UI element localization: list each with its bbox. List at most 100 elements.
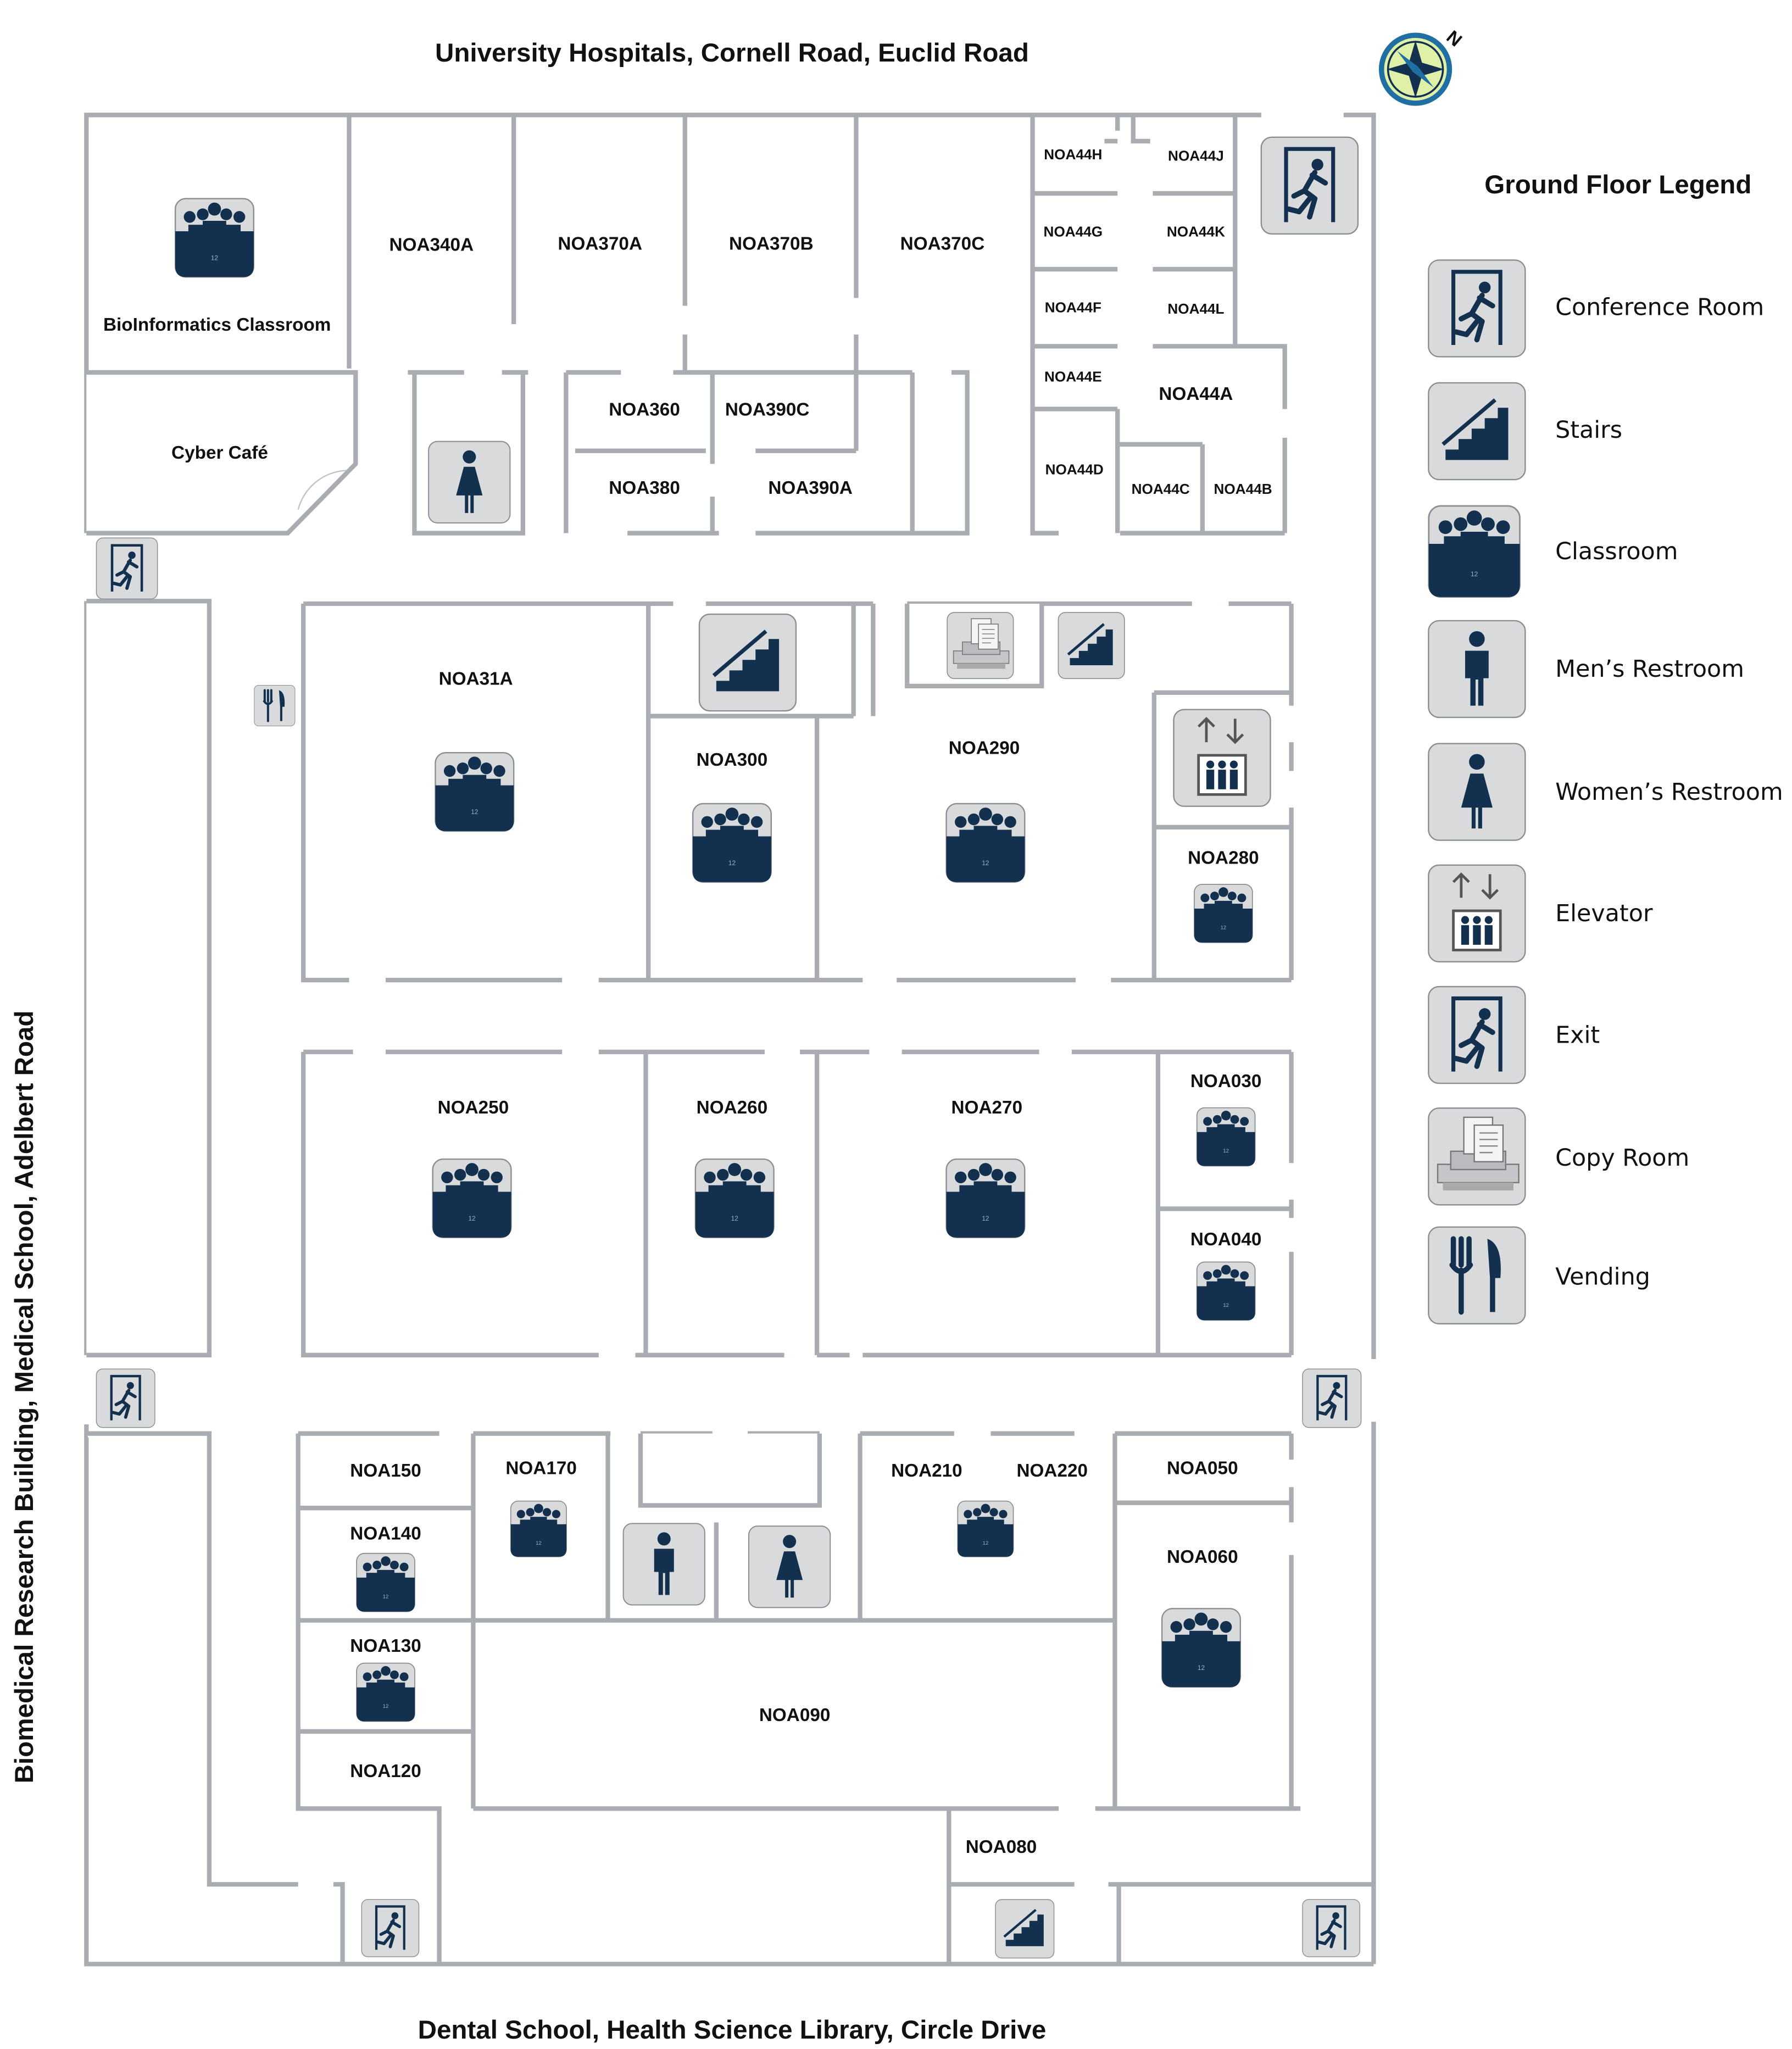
room-label: NOA030 [1190, 1071, 1262, 1092]
stairs-icon [1428, 383, 1525, 480]
classroom-icon: 12 [174, 198, 254, 278]
room-label: NOA370C [900, 233, 985, 254]
room-label: NOA380 [609, 478, 680, 498]
room-label: NOA270 [951, 1098, 1023, 1118]
classroom-icon: 12 [945, 803, 1026, 883]
classroom-icon: 12 [356, 1552, 415, 1612]
room-label: NOA170 [505, 1458, 577, 1478]
svg-text:12: 12 [731, 1215, 738, 1222]
classroom-icon: 12 [957, 1500, 1014, 1557]
classroom-icon: 12 [945, 1158, 1026, 1238]
svg-text:12: 12 [1471, 570, 1478, 578]
street-label-west: Biomedical Research Building, Medical Sc… [10, 1011, 39, 1784]
svg-text:12: 12 [211, 254, 218, 261]
compass-icon: N [1378, 27, 1466, 106]
room-label: Cyber Café [171, 443, 268, 463]
room-label: NOA44A [1159, 384, 1233, 404]
classroom-icon: 12 [1196, 1107, 1256, 1167]
svg-text:N: N [1443, 27, 1466, 51]
room-label: NOA31A [439, 669, 513, 689]
room-label: NOA120 [350, 1761, 421, 1781]
room-label: NOA390C [725, 399, 810, 420]
exit-icon [96, 538, 157, 599]
womens-restroom-icon [748, 1525, 831, 1608]
conference-room-icon [1428, 260, 1525, 357]
legend: Ground Floor Legend Conference Room Stai… [1428, 170, 1783, 1324]
room-label: NOA220 [1016, 1461, 1088, 1481]
stairs-icon [1058, 613, 1124, 678]
room-label: NOA44K [1167, 224, 1225, 240]
room-label: NOA280 [1188, 848, 1259, 868]
svg-text:12: 12 [471, 808, 478, 816]
vending-icon [254, 686, 295, 726]
classroom-icon: 12 [692, 803, 772, 883]
vending-icon [1428, 1227, 1525, 1324]
room-label: NOA44B [1214, 481, 1272, 497]
room-label: NOA44H [1044, 146, 1102, 163]
room-label: NOA300 [697, 750, 768, 770]
svg-text:12: 12 [383, 1594, 389, 1600]
room-label: NOA150 [350, 1461, 421, 1481]
classroom-icon: 12 [1161, 1608, 1242, 1688]
copy-room-icon [1428, 1107, 1526, 1206]
elevator-icon [1174, 710, 1271, 806]
legend-label-vending: Vending [1555, 1263, 1650, 1290]
room-label: NOA140 [350, 1523, 421, 1544]
svg-text:12: 12 [982, 1215, 989, 1222]
room-label: NOA130 [350, 1636, 421, 1656]
exit-icon [1428, 987, 1525, 1083]
room-labels: BioInformatics Classroom Cyber Café NOA3… [103, 146, 1272, 1857]
room-label: NOA290 [949, 738, 1020, 759]
mens-restroom-icon [622, 1523, 705, 1606]
exit-icon [1303, 1900, 1360, 1957]
room-label: NOA210 [891, 1461, 962, 1481]
room-label: NOA390A [768, 478, 853, 498]
mens-restroom-icon [1428, 620, 1526, 719]
classroom-icon: 12 [510, 1500, 567, 1557]
classroom-icon: 12 [435, 752, 515, 832]
svg-text:12: 12 [983, 1540, 989, 1546]
svg-text:12: 12 [1223, 1302, 1229, 1309]
legend-label-conference-room: Conference Room [1555, 293, 1764, 321]
classroom-icon: 12 [356, 1662, 415, 1722]
room-label: NOA050 [1167, 1458, 1238, 1478]
exit-icon [361, 1900, 419, 1957]
room-label: NOA44D [1045, 461, 1104, 478]
street-label-south: Dental School, Health Science Library, C… [418, 2015, 1047, 2045]
room-label: NOA080 [966, 1837, 1037, 1857]
svg-text:12: 12 [1198, 1664, 1205, 1672]
womens-restroom-icon [428, 441, 511, 524]
classroom-icon: 12 [1196, 1261, 1256, 1321]
legend-label-stairs: Stairs [1555, 416, 1622, 444]
room-label: NOA040 [1190, 1229, 1262, 1250]
womens-restroom-icon [1428, 743, 1526, 841]
legend-label-womens-restroom: Women’s Restroom [1555, 778, 1783, 806]
room-label: NOA44E [1044, 369, 1102, 385]
walls [84, 113, 1376, 1967]
legend-label-copy-room: Copy Room [1555, 1144, 1689, 1172]
room-label: NOA370B [729, 233, 814, 254]
legend-label-elevator: Elevator [1555, 900, 1653, 927]
stairs-icon [699, 614, 796, 711]
classroom-icon: 12 [432, 1158, 512, 1238]
door-arc [297, 470, 347, 510]
svg-text:12: 12 [1221, 925, 1227, 931]
room-label: NOA44J [1168, 148, 1224, 164]
room-label: NOA090 [759, 1705, 831, 1725]
svg-text:12: 12 [383, 1703, 389, 1710]
room-label: NOA44G [1044, 224, 1103, 240]
classroom-icon: 12 [1428, 505, 1521, 598]
copy-room-icon [947, 612, 1014, 680]
exit-icon [96, 1369, 155, 1428]
legend-label-exit: Exit [1555, 1021, 1600, 1049]
room-label: NOA060 [1167, 1547, 1238, 1567]
classroom-icon: 12 [1194, 883, 1253, 943]
street-label-north: University Hospitals, Cornell Road, Eucl… [435, 38, 1029, 68]
elevator-icon [1428, 865, 1525, 962]
svg-text:12: 12 [468, 1215, 475, 1222]
exit-icon [1261, 137, 1358, 234]
svg-text:12: 12 [536, 1540, 542, 1546]
room-label: NOA260 [697, 1098, 768, 1118]
room-label: BioInformatics Classroom [103, 315, 331, 335]
